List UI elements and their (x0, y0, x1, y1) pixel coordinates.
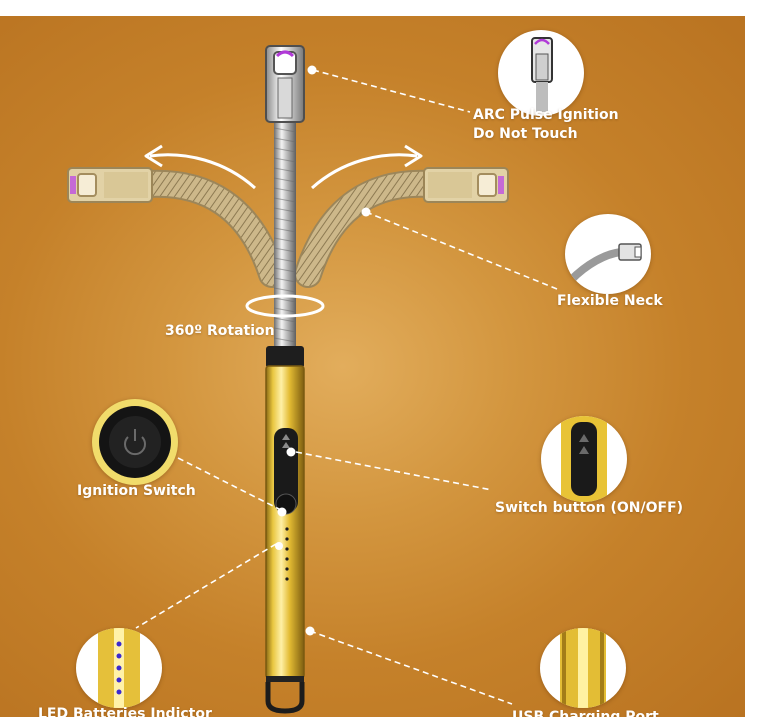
left-bent-neck (67, 167, 286, 288)
callout-lines (135, 69, 558, 705)
product-infographic: ARC Pulse Ignition Do Not Touch Flexible… (0, 16, 745, 717)
arc-pulse-label-line2: Do Not Touch (473, 126, 578, 142)
arc-pulse-label-line1: ARC Pulse Ignition (473, 107, 619, 123)
curved-arrow-left-icon (149, 153, 257, 190)
ellipse-ring-icon (245, 294, 325, 318)
curved-arrow-right-icon (310, 153, 418, 190)
arc-ignition-head (265, 45, 305, 123)
switch-button-zoom-circle (541, 416, 627, 502)
led-indicator-zoom-circle (76, 628, 162, 708)
usb-port-zoom-circle (540, 628, 626, 708)
led-indicator-dots (285, 527, 289, 581)
arc-pulse-label: ARC Pulse Ignition Do Not Touch (473, 106, 619, 144)
ignition-switch-zoom-circle (92, 399, 178, 485)
flexible-neck-label: Flexible Neck (557, 293, 663, 309)
usb-port-label: USB Charging Port (512, 709, 659, 717)
neck-collar (266, 346, 304, 368)
arc-pulse-zoom-circle (498, 30, 584, 116)
right-bent-neck (294, 167, 509, 288)
ignition-switch-label: Ignition Switch (77, 483, 196, 499)
flexible-neck (273, 120, 297, 356)
switch-button-label: Switch button (ON/OFF) (495, 500, 684, 516)
gold-body (265, 365, 305, 714)
flexible-neck-zoom-circle (565, 214, 651, 294)
led-batteries-label: LED Batteries Indictor (38, 706, 212, 717)
lighter-illustration (67, 45, 558, 714)
rotation-label: 360º Rotation (165, 323, 275, 339)
